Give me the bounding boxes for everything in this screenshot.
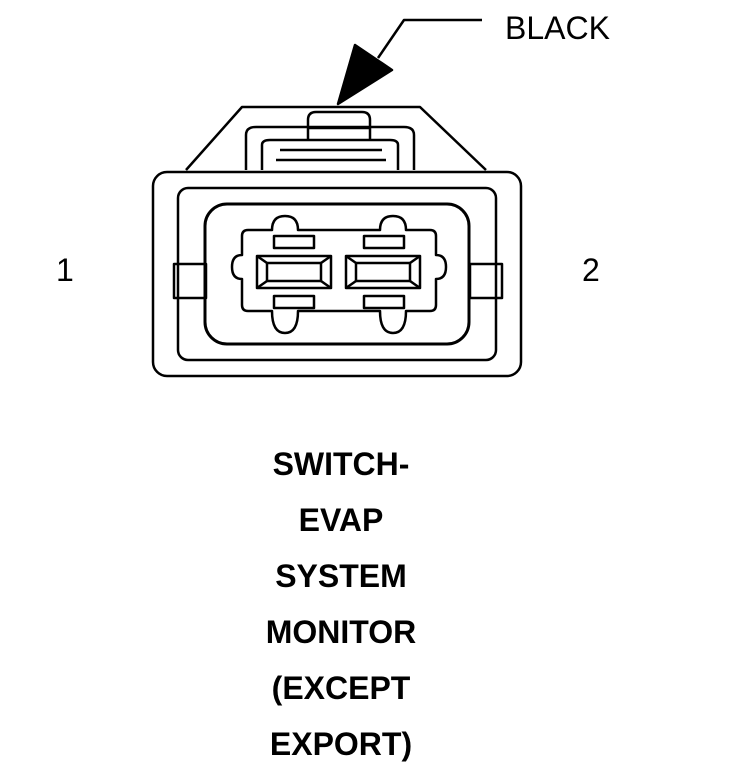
title-line: SYSTEM: [275, 558, 407, 594]
pin-2-label: 2: [582, 252, 600, 288]
pin-1-label: 1: [56, 252, 74, 288]
title-line: MONITOR: [265, 614, 417, 650]
title-line: (EXCEPT: [271, 670, 411, 706]
connector-diagram: [151, 18, 523, 378]
title-line: EVAP: [298, 502, 384, 538]
title-line: SWITCH-: [272, 446, 410, 482]
connector-color-label: BLACK: [505, 10, 610, 46]
callout-arrow-icon: [336, 18, 482, 106]
title-line: EXPORT): [269, 726, 413, 762]
two-pin-connector-face-icon: [151, 105, 523, 378]
component-title: SWITCH- EVAP SYSTEM MONITOR (EXCEPT EXPO…: [200, 440, 482, 776]
